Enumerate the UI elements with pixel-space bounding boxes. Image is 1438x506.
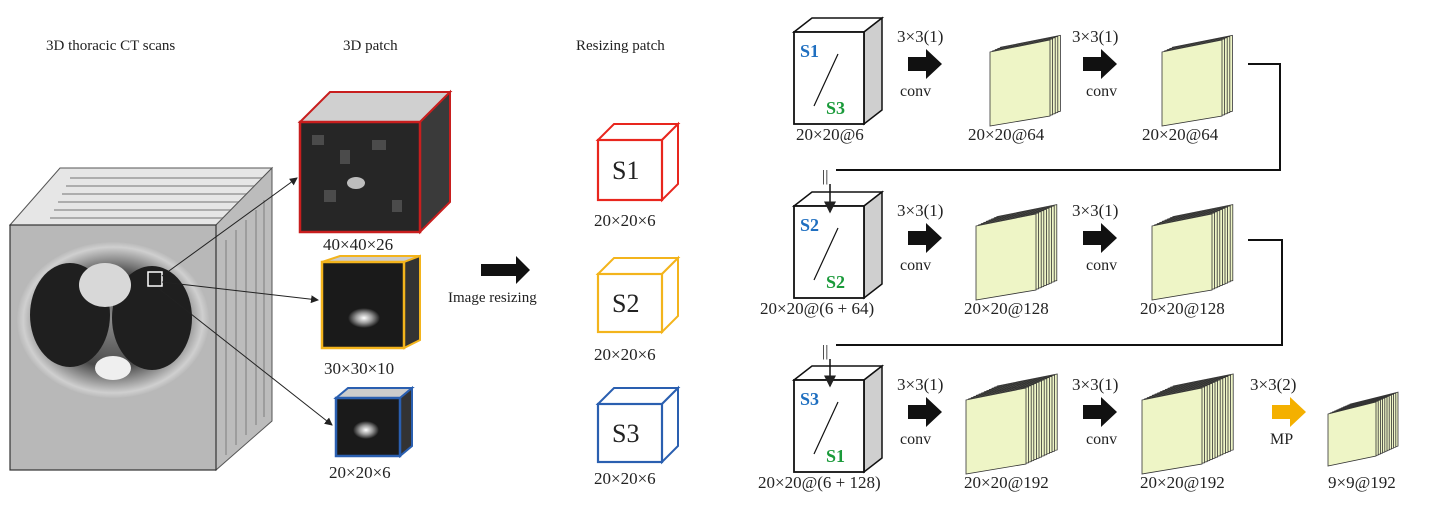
cube-tag-s3: S3	[612, 419, 639, 448]
roi-line-large	[161, 177, 298, 277]
header-3d-patch: 3D patch	[343, 38, 398, 54]
feat2-dim-row-1: 20×20@64	[1142, 125, 1219, 144]
cube-size-s1: 20×20×6	[594, 211, 656, 230]
feat3-dim-row-3: 9×9@192	[1328, 473, 1396, 492]
resized-cube-s3: S3	[595, 385, 681, 465]
concat-symbol-2: ||	[822, 343, 828, 360]
feature-stack-1-row-3	[965, 373, 1058, 475]
op1-bottom-row-1: conv	[900, 83, 931, 100]
op2-top-row-2: 3×3(1)	[1072, 201, 1118, 220]
resized-cube-s1: S1	[595, 121, 681, 203]
concat-connector-1: ||	[822, 63, 1281, 214]
patch-size-medium: 30×30×10	[324, 359, 394, 378]
op2-bottom-row-3: conv	[1086, 431, 1117, 448]
op1-bottom-row-3: conv	[900, 431, 931, 448]
cube-tag-s2: S2	[612, 289, 639, 318]
op1-top-row-2: 3×3(1)	[897, 201, 943, 220]
patch-size-small: 20×20×6	[329, 463, 391, 482]
feat1-dim-row-1: 20×20@64	[968, 125, 1045, 144]
feature-stack-2-row-2	[1151, 204, 1234, 301]
conv-arrow-1-row-2	[908, 223, 942, 253]
op2-bottom-row-1: conv	[1086, 83, 1117, 100]
concat-symbol-1: ||	[822, 168, 828, 185]
op3-top-row-3: 3×3(2)	[1250, 375, 1296, 394]
feature-stack-1-row-2	[975, 204, 1058, 301]
input-dim-row-3: 20×20@(6 + 128)	[758, 473, 881, 492]
cube-tag-s1: S1	[612, 156, 639, 185]
patch-medium-image	[320, 254, 421, 350]
patch-size-large: 40×40×26	[323, 235, 393, 254]
cube-size-s3: 20×20×6	[594, 469, 656, 488]
ct-scan-volume-image	[8, 166, 274, 472]
conv-arrow-2-row-2	[1083, 223, 1117, 253]
roi-line-small	[157, 287, 333, 426]
conv-arrow-1-row-3	[908, 397, 942, 427]
pool-arrow-row-3	[1272, 397, 1306, 427]
input-tag-top-row-1: S1	[800, 41, 819, 61]
conv-arrow-2-row-3	[1083, 397, 1117, 427]
op2-bottom-row-2: conv	[1086, 257, 1117, 274]
op1-top-row-3: 3×3(1)	[897, 375, 943, 394]
op3-bottom-row-3: MP	[1270, 431, 1293, 448]
arrow-right-icon	[481, 256, 530, 284]
feature-stack-2-row-3	[1141, 373, 1234, 475]
op1-bottom-row-2: conv	[900, 257, 931, 274]
cube-size-s2: 20×20×6	[594, 345, 656, 364]
feature-stack-3-row-3	[1327, 391, 1399, 467]
patch-small-image	[333, 385, 415, 459]
resized-cube-s2: S2	[595, 255, 681, 335]
header-ct-scans: 3D thoracic CT scans	[46, 38, 175, 54]
input-dim-row-2: 20×20@(6 + 64)	[760, 299, 874, 318]
conv-arrow-1-row-1	[908, 49, 942, 79]
feat1-dim-row-2: 20×20@128	[964, 299, 1049, 318]
header-resizing-patch: Resizing patch	[576, 38, 665, 54]
input-tag-bottom-row-3: S1	[826, 446, 845, 466]
input-tag-top-row-2: S2	[800, 215, 819, 235]
input-tag-bottom-row-1: S3	[826, 98, 845, 118]
feature-stack-1-row-1	[989, 34, 1061, 127]
feat2-dim-row-3: 20×20@192	[1140, 473, 1225, 492]
conv-arrow-2-row-1	[1083, 49, 1117, 79]
op2-top-row-3: 3×3(1)	[1072, 375, 1118, 394]
feat2-dim-row-2: 20×20@128	[1140, 299, 1225, 318]
roi-line-medium	[161, 281, 319, 304]
concat-connector-2: ||	[822, 239, 1283, 388]
patch-large-image	[297, 89, 453, 235]
op1-top-row-1: 3×3(1)	[897, 27, 943, 46]
network-rows: S1S320×20@63×3(1)conv20×20@643×3(1)conv2…	[758, 16, 1399, 492]
image-resizing-label: Image resizing	[448, 290, 537, 306]
op2-top-row-1: 3×3(1)	[1072, 27, 1118, 46]
input-tag-top-row-3: S3	[800, 389, 819, 409]
feat1-dim-row-3: 20×20@192	[964, 473, 1049, 492]
feature-stack-2-row-1	[1161, 34, 1233, 127]
input-dim-row-1: 20×20@6	[796, 125, 864, 144]
input-tag-bottom-row-2: S2	[826, 272, 845, 292]
